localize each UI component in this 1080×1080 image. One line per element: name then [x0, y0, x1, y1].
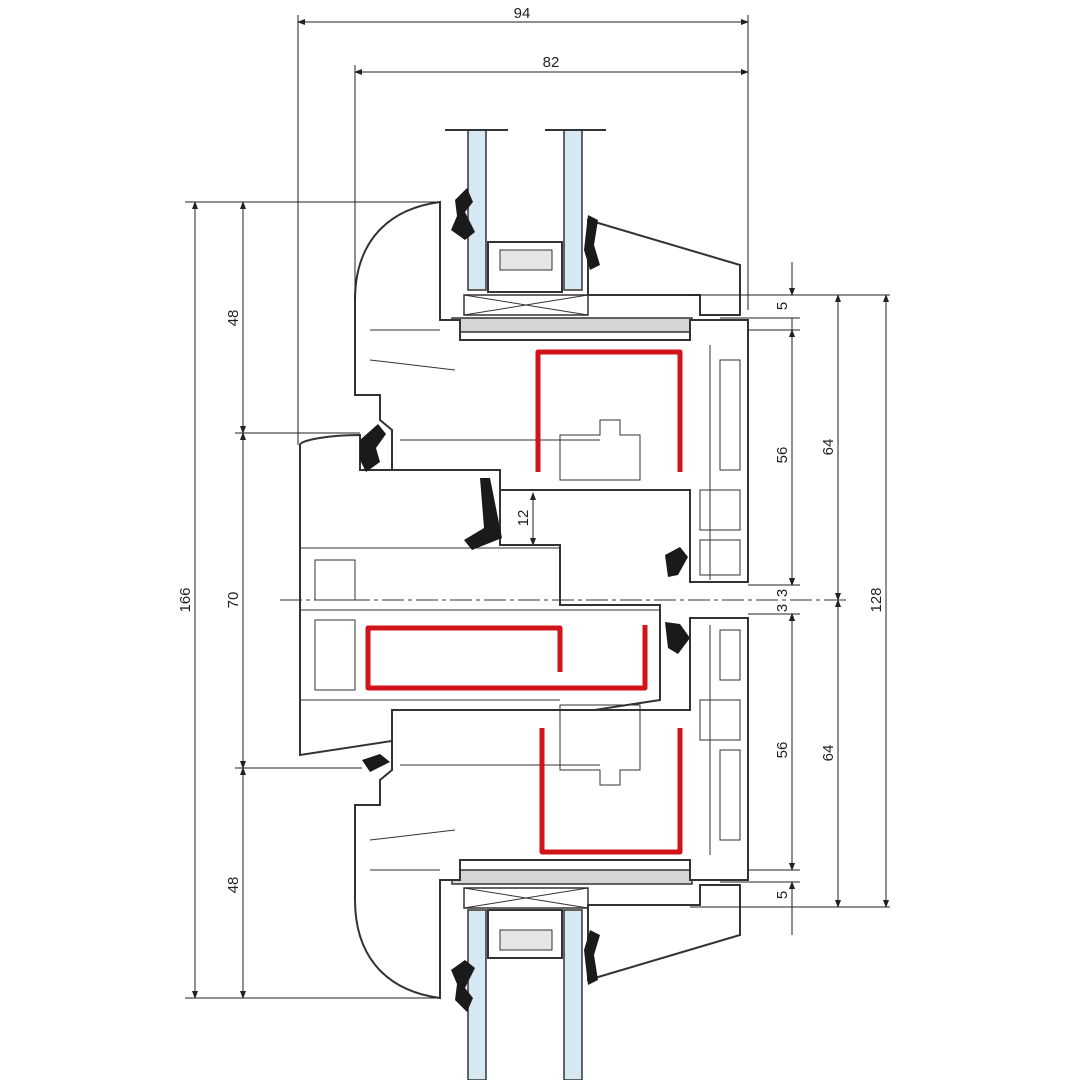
- dim-48-upper: 48: [225, 310, 242, 327]
- dim-128: 128: [868, 587, 885, 612]
- dimension-lines: [185, 15, 890, 999]
- dim-48-lower: 48: [225, 877, 242, 894]
- dim-12: 12: [515, 510, 532, 527]
- dim-64-upper: 64: [820, 439, 837, 456]
- dim-70: 70: [225, 592, 242, 609]
- glass-panes: [445, 129, 606, 1080]
- dim-5-lower: 5: [774, 891, 791, 899]
- upper-sash-profile: [354, 200, 749, 583]
- dim-56-upper: 56: [774, 447, 791, 464]
- dim-166: 166: [177, 587, 194, 612]
- lower-sash-profile: [354, 617, 749, 1000]
- steel-reinforcements: [365, 349, 683, 855]
- dimension-labels: 94 82 166 48 70 48 5 56 3 3 56 5 64 64 1…: [177, 5, 885, 899]
- dim-82: 82: [543, 54, 560, 71]
- glass-spacers: [451, 241, 693, 959]
- dim-94: 94: [514, 5, 531, 22]
- dim-56-lower: 56: [774, 742, 791, 759]
- dim-64-lower: 64: [820, 745, 837, 762]
- dim-5-upper: 5: [774, 302, 791, 310]
- dim-3-upper: 3: [774, 589, 791, 597]
- dim-3-lower: 3: [774, 604, 791, 612]
- gaskets: [360, 188, 690, 1012]
- mullion-profile: [280, 433, 850, 757]
